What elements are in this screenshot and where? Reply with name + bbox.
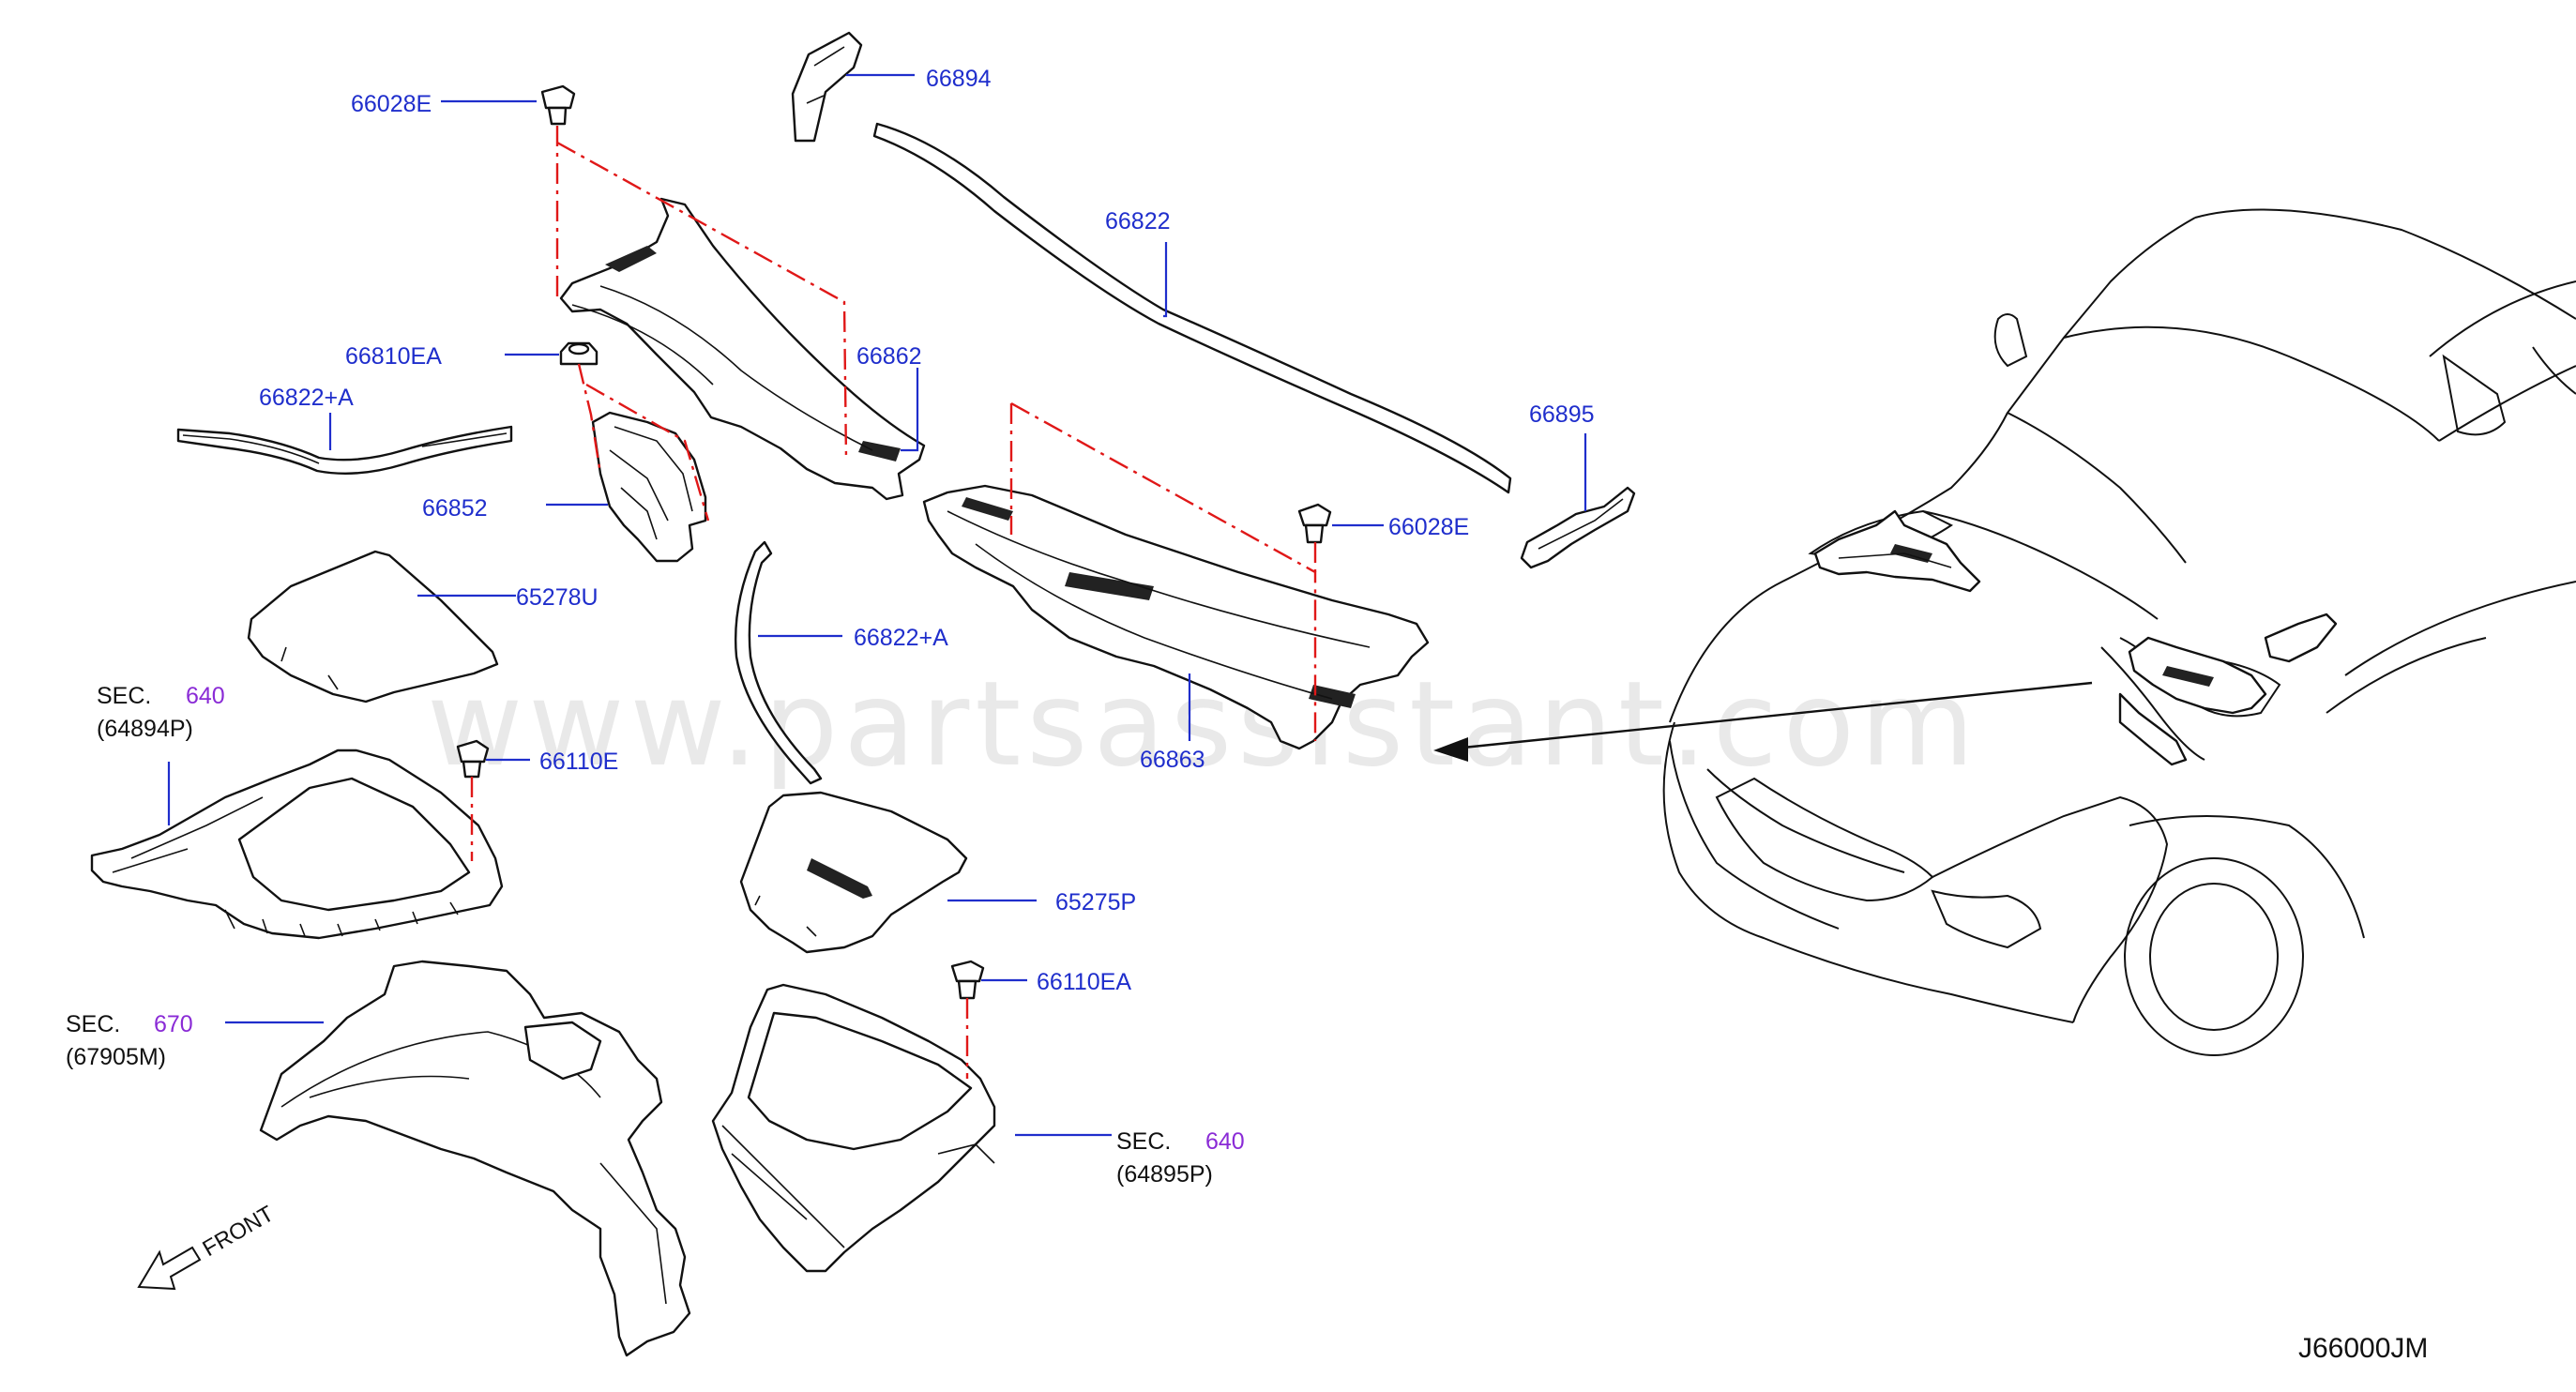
- front-indicator: FRONT: [137, 1201, 279, 1291]
- part-66028E-clip-top[interactable]: [540, 84, 576, 126]
- assembly-lines: [470, 126, 1317, 1079]
- label-66862[interactable]: 66862: [856, 343, 922, 370]
- part-66028E-clip-right[interactable]: [1297, 503, 1332, 544]
- label-66810EA[interactable]: 66810EA: [345, 343, 442, 370]
- leader-lines: [167, 73, 1587, 1137]
- part-66810EA-nut[interactable]: [559, 341, 599, 366]
- part-66852-bracket[interactable]: [591, 411, 707, 563]
- car-illustration: [1662, 208, 2576, 1056]
- label-66110E[interactable]: 66110E: [539, 749, 618, 775]
- label-66028E-top[interactable]: 66028E: [351, 91, 432, 117]
- part-66110EA-clip[interactable]: [950, 960, 985, 1000]
- part-66110E-clip[interactable]: [456, 739, 490, 779]
- section-code: (64895P): [1116, 1161, 1213, 1188]
- label-66895[interactable]: 66895: [1529, 401, 1595, 428]
- section-prefix: SEC.: [1116, 1128, 1171, 1155]
- part-66862-cowl-top-left[interactable]: [559, 197, 926, 501]
- section-prefix: SEC.: [97, 683, 151, 709]
- label-65275P[interactable]: 65275P: [1055, 889, 1136, 915]
- part-66894-bracket[interactable]: [791, 31, 863, 143]
- label-66852[interactable]: 66852: [422, 495, 488, 522]
- label-66863[interactable]: 66863: [1140, 747, 1205, 773]
- part-66822A-left-strip[interactable]: [176, 425, 513, 475]
- label-66110EA[interactable]: 66110EA: [1037, 969, 1131, 995]
- section-number: 640: [186, 683, 225, 709]
- section-number: 670: [154, 1011, 193, 1037]
- part-66822-weatherstrip[interactable]: [872, 122, 1512, 494]
- part-67905M-panel[interactable]: [259, 960, 691, 1357]
- part-66822A-mid-strip[interactable]: [734, 540, 823, 785]
- section-ref-640-a[interactable]: SEC. 640 (64894P): [97, 683, 225, 742]
- diagram-code: J66000JM: [2298, 1333, 2428, 1364]
- section-ref-640-b[interactable]: SEC. 640 (64895P): [1116, 1128, 1245, 1188]
- label-66028E-right[interactable]: 66028E: [1388, 514, 1469, 540]
- section-ref-670[interactable]: SEC. 670 (67905M): [66, 1011, 193, 1070]
- part-64894P-panel[interactable]: [90, 749, 504, 940]
- part-66863-cowl-top-right[interactable]: [922, 484, 1430, 750]
- label-66822A-mid[interactable]: 66822+A: [854, 625, 948, 651]
- part-64895P-panel[interactable]: [711, 983, 996, 1273]
- label-65278U[interactable]: 65278U: [516, 584, 599, 611]
- section-code: (64894P): [97, 716, 193, 742]
- label-66822A-left[interactable]: 66822+A: [259, 385, 354, 411]
- reference-arrow: [1433, 681, 2093, 762]
- section-prefix: SEC.: [66, 1011, 120, 1037]
- section-code: (67905M): [66, 1044, 166, 1070]
- part-65278U-cover[interactable]: [247, 550, 499, 704]
- label-66822[interactable]: 66822: [1105, 208, 1171, 235]
- car-cowl-area: [1813, 509, 2338, 766]
- front-arrow-icon: [137, 1246, 202, 1291]
- section-number: 640: [1205, 1128, 1245, 1155]
- part-65275P-cover[interactable]: [739, 791, 968, 954]
- part-66895-bracket[interactable]: [1520, 486, 1636, 569]
- front-label: FRONT: [199, 1201, 279, 1262]
- label-66894[interactable]: 66894: [926, 66, 992, 92]
